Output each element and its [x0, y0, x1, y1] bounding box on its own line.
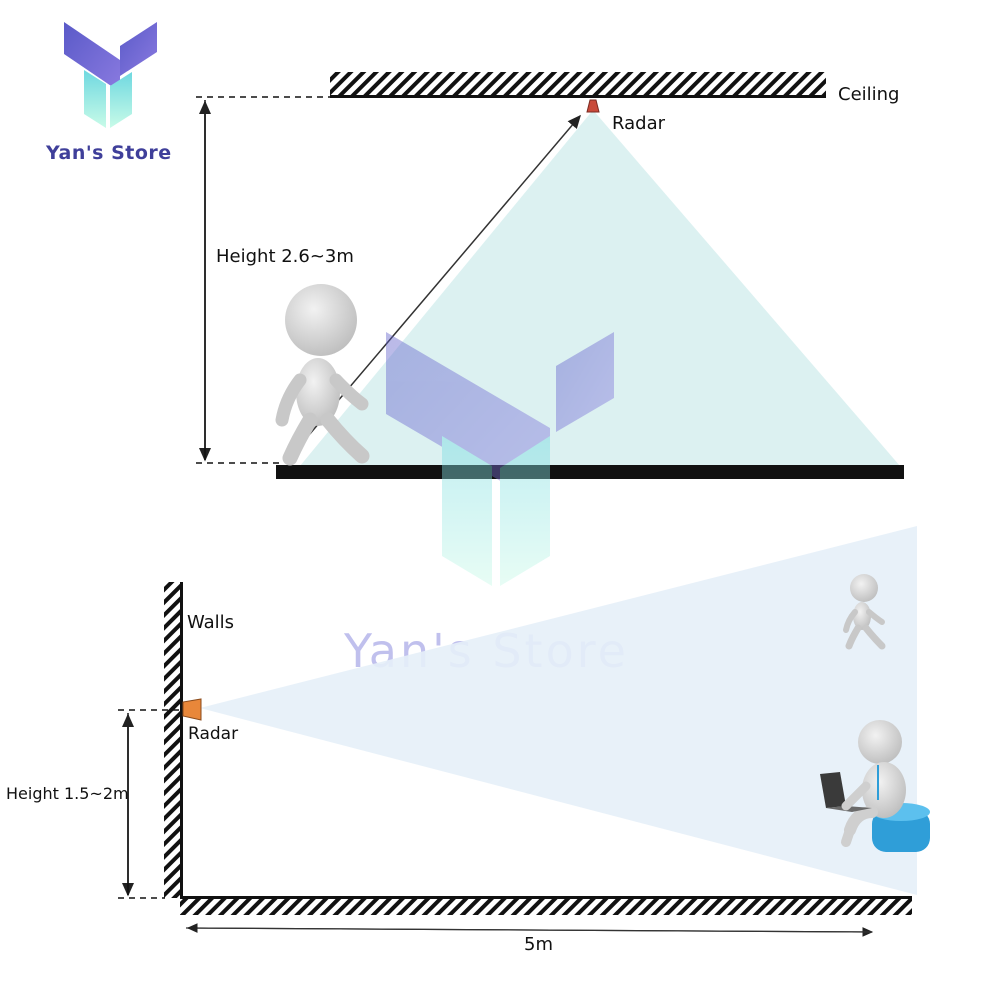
small-walking-person-icon [843, 574, 886, 650]
walls-label: Walls [187, 612, 234, 633]
brand-logo: Yan's Store [45, 22, 172, 164]
wall-floor-hatch [180, 899, 912, 915]
wall-mount-diagram: Walls Radar Height 1.5~2m 5m [6, 526, 930, 955]
wall-radar-icon [182, 698, 202, 721]
walking-person-icon [275, 284, 370, 466]
wall-radar-label: Radar [188, 724, 238, 744]
y-logo-icon [64, 22, 157, 128]
distance-label: 5m [524, 934, 553, 955]
wall-height-label: Height 1.5~2m [6, 784, 129, 803]
ceiling-label: Ceiling [838, 84, 899, 105]
wall-floor-line [180, 896, 912, 899]
floor-bar [276, 465, 904, 479]
seated-person-laptop-icon [820, 720, 930, 852]
wall-line [180, 582, 183, 900]
y-watermark-icon [386, 332, 614, 586]
wall-radar-beam [200, 526, 917, 895]
ceiling-height-label: Height 2.6~3m [216, 246, 354, 267]
ceiling-line [330, 95, 826, 98]
ceiling-mount-diagram: Ceiling Radar Height 2.6~3m [196, 72, 904, 479]
ceiling-radar-label: Radar [612, 113, 666, 134]
ceiling-hatch [330, 72, 826, 96]
ceiling-radar-icon [586, 99, 600, 113]
brand-name: Yan's Store [45, 142, 172, 164]
wall-hatch [164, 582, 181, 898]
